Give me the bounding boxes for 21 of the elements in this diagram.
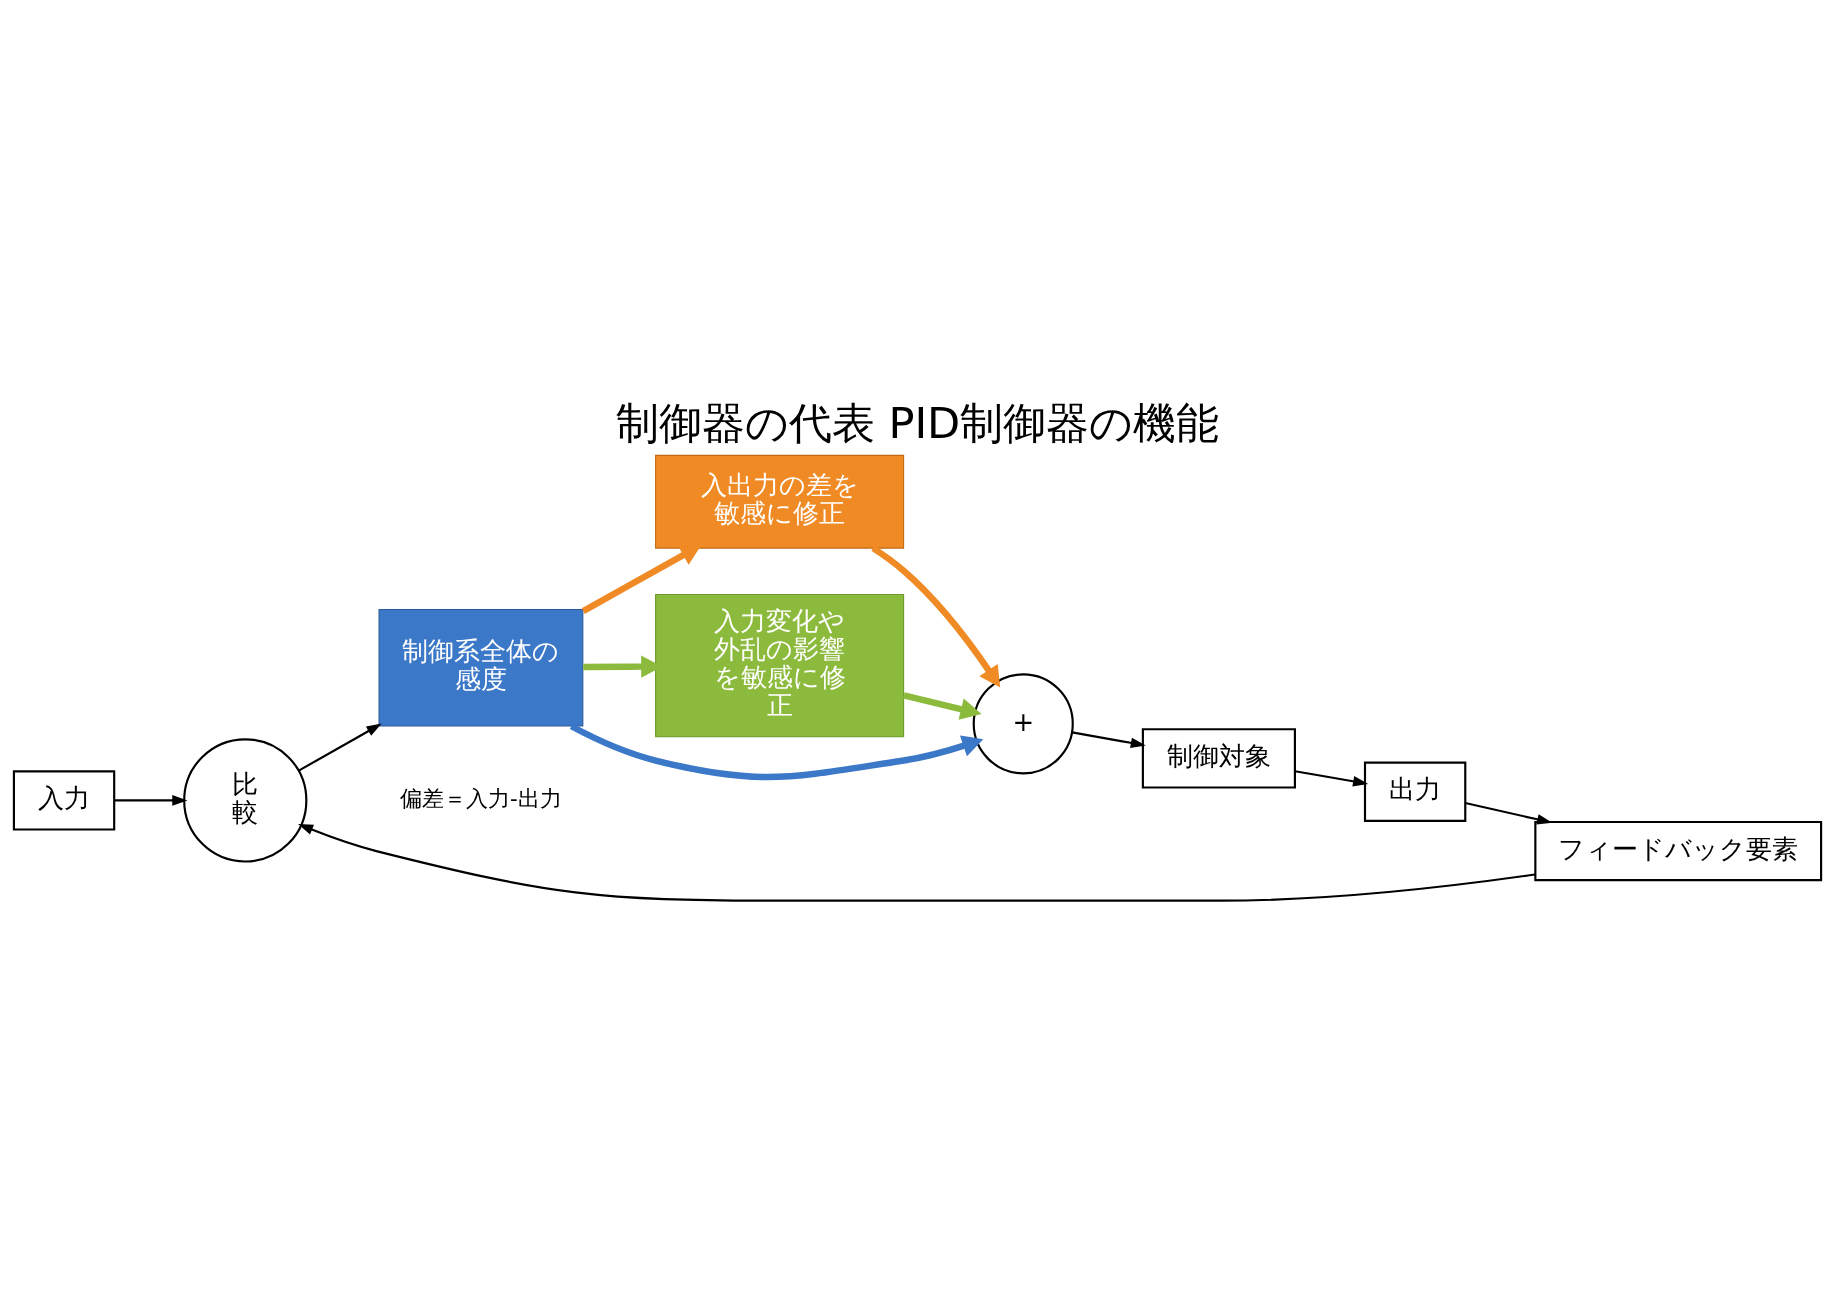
node-circle: + [972,672,1074,774]
node-box: 制御対象 [1141,727,1296,789]
diagram-title: 制御器の代表 PID制御器の機能 [615,397,1220,448]
node-box: 入力変化や外乱の影響を敏感に修正 [655,593,905,737]
node-box: 制御系全体の感度 [378,608,584,727]
arrow [871,544,1001,688]
arrow [1465,801,1553,824]
node-box: フィードバック要素 [1534,820,1823,881]
arrow [581,544,702,614]
arrow [114,794,188,806]
arrow [1071,730,1146,748]
arrow [903,691,982,720]
label: 偏差＝入力-出力 [400,785,562,811]
arrow [298,723,382,772]
node-box: 入力 [12,769,116,831]
node-circle: 比較 [183,737,308,863]
arrow [569,722,984,780]
node-box: 出力 [1363,761,1467,822]
node-box: 入出力の差を敏感に修正 [655,454,905,549]
arrow [298,823,1536,902]
arrow [1294,769,1369,787]
